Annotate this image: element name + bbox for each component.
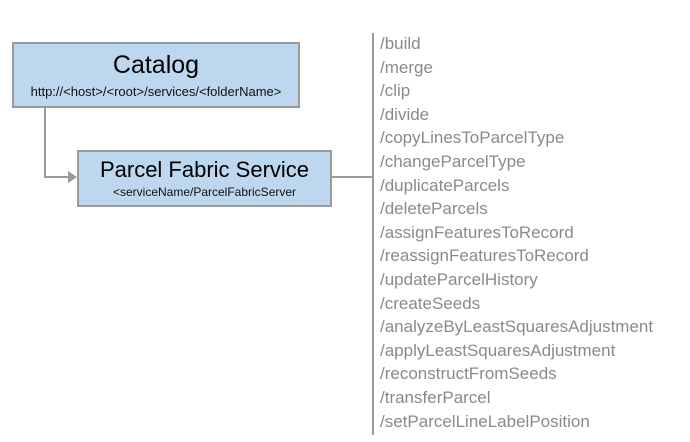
connector-catalog-horizontal [44, 176, 70, 178]
operation-item: /transferParcel [380, 387, 491, 407]
connector-service-to-operations [332, 176, 374, 178]
operation-item: /build [380, 34, 421, 53]
operations-divider [372, 33, 374, 435]
node-parcel-fabric-service-subtitle: <serviceName/ParcelFabricServer [112, 184, 297, 199]
node-parcel-fabric-service-title: Parcel Fabric Service [99, 156, 310, 182]
node-catalog-title: Catalog [112, 50, 200, 79]
arrowhead-icon [68, 171, 77, 183]
operation-item: /updateParcelHistory [380, 269, 538, 289]
node-catalog: Catalog http://<host>/<root>/services/<f… [12, 42, 300, 108]
operation-item: /clip [380, 81, 411, 101]
operation-item: /deleteParcels [380, 199, 488, 219]
operation-item: /reassignFeaturesToRecord [380, 246, 589, 266]
operation-item: /assignFeaturesToRecord [380, 222, 574, 242]
operation-item: /setParcelLineLabelPosition [380, 411, 590, 431]
operation-item: /copyLinesToParcelType [380, 128, 565, 148]
operation-item: /merge [380, 57, 433, 77]
operation-item: /divide [380, 104, 430, 124]
operation-item: /reconstructFromSeeds [380, 364, 557, 384]
operation-item: /analyzeByLeastSquaresAdjustment [380, 317, 654, 337]
operation-item: /changeParcelType [380, 151, 526, 171]
connector-catalog-vertical [44, 108, 46, 178]
node-catalog-subtitle: http://<host>/<root>/services/<folderNam… [30, 83, 282, 99]
operation-item: /duplicateParcels [380, 175, 510, 195]
operation-item: /applyLeastSquaresAdjustment [380, 340, 616, 360]
node-parcel-fabric-service: Parcel Fabric Service <serviceName/Parce… [77, 150, 332, 207]
operations-list: /build/merge/clip/divide/copyLinesToParc… [380, 32, 680, 433]
operation-item: /createSeeds [380, 293, 481, 313]
